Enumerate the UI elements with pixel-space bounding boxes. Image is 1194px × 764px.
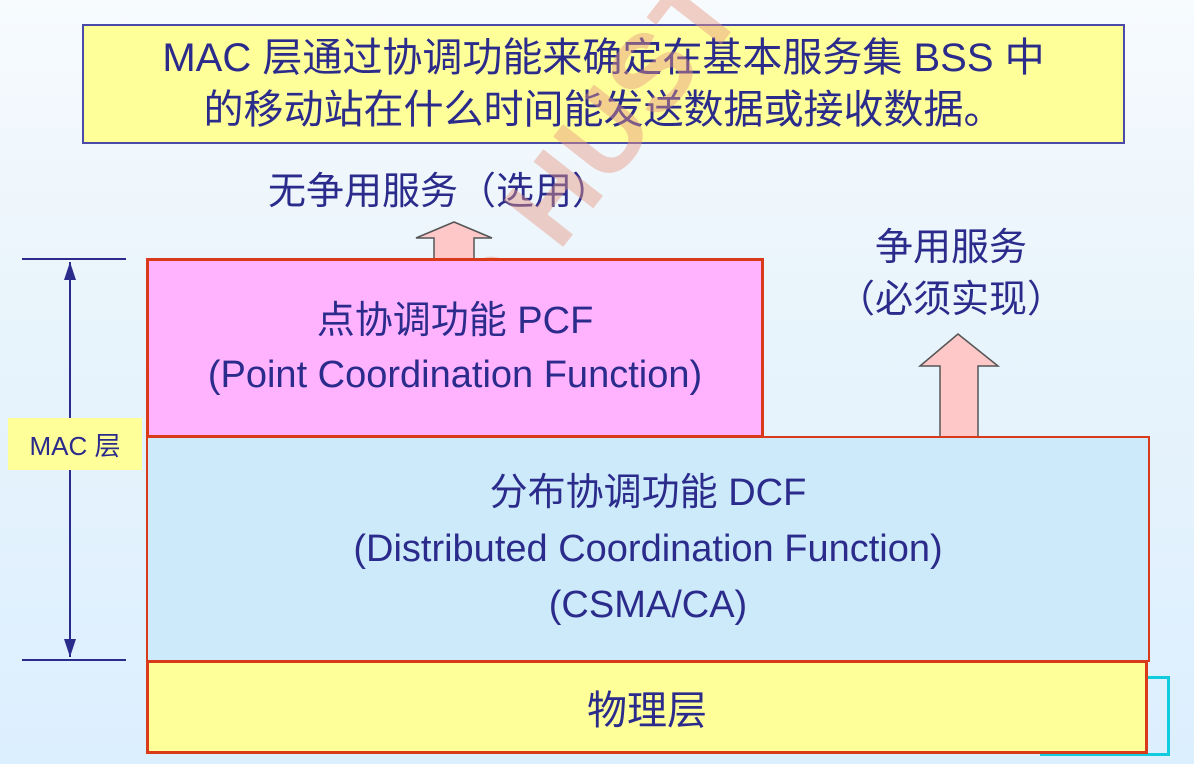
contention-service-line-1: 争用服务 xyxy=(874,227,1027,269)
contention-service-label: 争用服务 （必须实现） xyxy=(826,222,1076,326)
contention-free-service-label: 无争用服务（选用） xyxy=(268,171,611,213)
contention-service-line-2: （必须实现） xyxy=(836,279,1065,321)
pcf-title: 点协调功能 PCF xyxy=(316,300,594,342)
dcf-title: 分布协调功能 DCF xyxy=(489,472,807,514)
mac-arrow-down-icon xyxy=(64,639,76,657)
caption-line-2: 的移动站在什么时间能发送数据或接收数据。 xyxy=(203,88,1004,132)
mac-arrow-up-icon xyxy=(64,262,76,280)
dcf-subtitle: (Distributed Coordination Function) xyxy=(353,528,943,570)
caption-line-1: MAC 层通过协调功能来确定在基本服务集 BSS 中 xyxy=(162,36,1045,80)
physical-layer-box: 物理层 xyxy=(146,660,1148,754)
pcf-box: 点协调功能 PCF (Point Coordination Function) xyxy=(146,258,764,438)
caption-box: MAC 层通过协调功能来确定在基本服务集 BSS 中 的移动站在什么时间能发送数… xyxy=(82,24,1125,144)
pcf-subtitle: (Point Coordination Function) xyxy=(207,354,703,396)
dcf-box: 分布协调功能 DCF (Distributed Coordination Fun… xyxy=(146,436,1150,662)
physical-layer-label: 物理层 xyxy=(587,689,707,733)
dcf-protocol: (CSMA/CA) xyxy=(548,584,748,626)
mac-layer-tag: MAC 层 xyxy=(8,418,142,470)
